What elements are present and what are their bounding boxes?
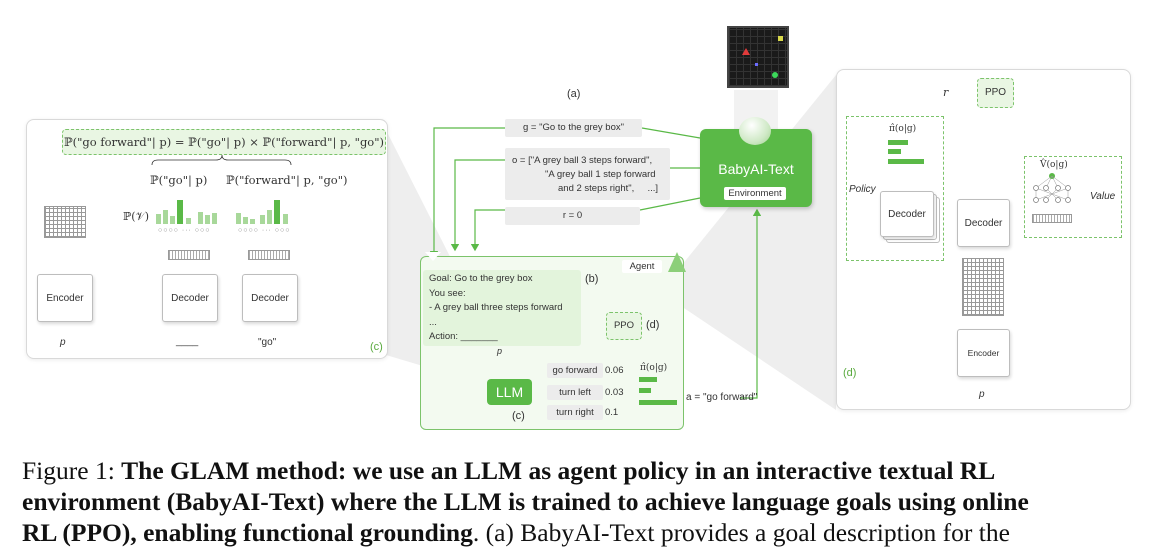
agent-badge: Agent <box>622 260 662 273</box>
value-label: Value <box>1090 191 1116 202</box>
obs-line-3: and 2 steps right", ...] <box>558 183 659 194</box>
policy-head-bar-3 <box>888 159 924 164</box>
panel-b-c-label: (c) <box>512 410 525 422</box>
panel-b-label: (b) <box>585 273 599 285</box>
panel-d-label: (d) <box>843 367 857 379</box>
agent-cone-icon <box>668 252 686 272</box>
env-title: BabyAI-Text <box>718 161 794 177</box>
policy-head-bar-2 <box>888 149 901 154</box>
value-head-symbol: V̂(o|g) <box>1040 160 1068 170</box>
panel-c <box>26 119 388 359</box>
caption-bold-1: The GLAM method: we use an LLM as agent … <box>121 456 996 485</box>
agent-marker <box>742 48 750 55</box>
vocab-bars-2 <box>236 200 302 224</box>
panel-c-label: (c) <box>370 341 383 353</box>
policy-symbol-b: π̂(o|g) <box>640 363 668 373</box>
vocab-distribution-label: ℙ(𝒱) <box>123 210 150 223</box>
caption-line-1: Figure 1: The GLAM method: we use an LLM… <box>22 456 995 486</box>
caption-line-2: environment (BabyAI-Text) where the LLM … <box>22 487 1029 517</box>
value-network-icon <box>1030 172 1074 208</box>
obs-line-1: o = ["A grey ball 3 steps forward", <box>512 155 653 166</box>
policy-bar-1 <box>639 377 657 382</box>
decoder-box-policy: Decoder <box>880 191 934 237</box>
action-go-forward-prob: 0.06 <box>605 365 624 376</box>
input-p-d: p <box>979 389 985 400</box>
action-turn-right: turn right <box>547 405 603 420</box>
ppo-d-label: (d) <box>646 319 660 331</box>
goal-box: g = "Go to the grey box" <box>505 119 642 137</box>
input-p-c: p <box>60 337 66 348</box>
decoder-box-c2: Decoder <box>242 274 298 322</box>
prompt-box: Goal: Go to the grey box You see: - A gr… <box>423 270 581 346</box>
caption-bold-3: RL (PPO), enabling functional grounding <box>22 518 473 547</box>
llm-input-p: p <box>497 346 503 356</box>
term-go: ℙ("go"| p) <box>150 173 208 187</box>
input-blank-c: ____ <box>176 336 199 347</box>
policy-bar-2 <box>639 388 651 393</box>
caption-line-3: RL (PPO), enabling functional grounding.… <box>22 518 1010 548</box>
decoder-box-c1: Decoder <box>162 274 218 322</box>
babyai-text-environment: BabyAI-Text Environment <box>700 117 812 207</box>
action-turn-left: turn left <box>547 385 603 400</box>
encoder-box-c: Encoder <box>37 274 93 322</box>
input-go-c: "go" <box>258 337 277 348</box>
action-go-forward: go forward <box>547 363 603 378</box>
caption-rest-3: . (a) BabyAI-Text provides a goal descri… <box>472 518 1010 547</box>
prompt-line-ellipsis: ... <box>429 316 437 328</box>
action-turn-right-prob: 0.1 <box>605 407 619 418</box>
policy-dashed-region <box>846 116 944 261</box>
term-forward: ℙ("forward"| p, "go") <box>226 173 348 187</box>
prompt-line-action: Action: _______ <box>429 331 498 342</box>
output-nodes-2: ○○○○ ··· ○○○ <box>238 227 291 234</box>
embedding-stripe-1 <box>168 250 210 260</box>
output-nodes-1: ○○○○ ··· ○○○ <box>158 227 211 234</box>
ppo-box-d: PPO <box>977 78 1014 108</box>
encoder-embedding-grid <box>44 206 86 238</box>
embedding-stripe-2 <box>248 250 290 260</box>
action-output: a = "go forward" <box>686 392 758 403</box>
policy-head-bar-1 <box>888 140 908 145</box>
agent-notch-icon <box>425 252 441 261</box>
llm-box: LLM <box>487 379 532 405</box>
env-badge: Environment <box>724 187 786 200</box>
policy-label: Policy <box>849 184 876 195</box>
env-dome-icon <box>739 117 771 145</box>
probability-formula: ℙ("go forward"| p) = ℙ("go"| p) × ℙ("for… <box>62 129 386 155</box>
prompt-line-ball: - A grey ball three steps forward <box>429 302 563 313</box>
value-dashed-region <box>1024 156 1122 238</box>
value-embedding-stripe <box>1032 214 1072 223</box>
vocab-bars-1 <box>156 200 222 224</box>
decoder-box-main-d: Decoder <box>957 199 1010 247</box>
reward-symbol-d: r <box>943 86 949 99</box>
goal-ball <box>772 72 778 78</box>
prompt-line-goal: Goal: Go to the grey box <box>429 273 533 284</box>
obs-line-2: "A grey ball 1 step forward <box>545 169 656 180</box>
ppo-box-b: PPO <box>606 312 642 340</box>
babyai-grid-screenshot <box>727 26 789 88</box>
observation-box: o = ["A grey ball 3 steps forward", "A g… <box>505 148 670 200</box>
encoder-box-d: Encoder <box>957 329 1010 377</box>
policy-bar-3 <box>639 400 677 405</box>
action-turn-left-prob: 0.03 <box>605 387 624 398</box>
reward-box: r = 0 <box>505 207 640 225</box>
prompt-line-yousee: You see: <box>429 287 466 299</box>
caption-bold-2: environment (BabyAI-Text) where the LLM … <box>22 487 1029 516</box>
panel-a-label: (a) <box>567 88 581 100</box>
caption-prefix: Figure 1: <box>22 456 122 485</box>
policy-head-symbol: π̂(o|g) <box>889 124 917 134</box>
encoder-embedding-grid-d <box>962 258 1004 316</box>
